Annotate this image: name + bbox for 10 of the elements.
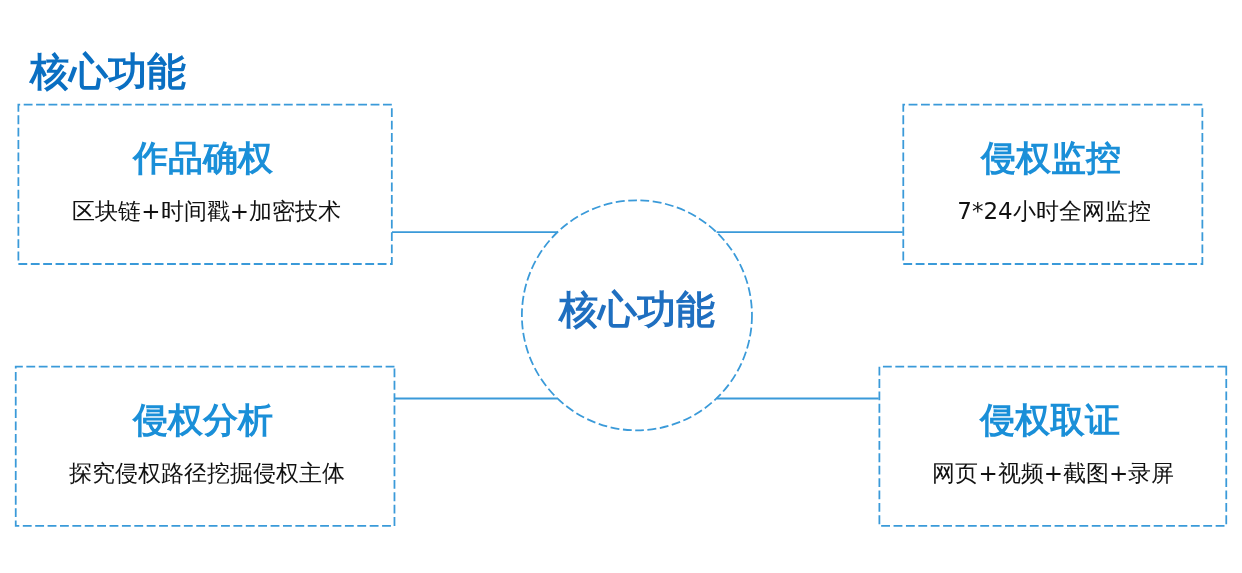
node-box: 侵权取证 网页+视频+截图+录屏 xyxy=(878,365,1228,527)
diagram-title: 核心功能 xyxy=(29,48,186,94)
connector xyxy=(715,397,880,399)
connector xyxy=(393,397,558,399)
node-box: 作品确权 区块链+时间戳+加密技术 xyxy=(17,103,393,265)
node-box: 侵权分析 探究侵权路径挖掘侵权主体 xyxy=(14,365,396,527)
node-circle: 核心功能 xyxy=(521,198,753,431)
connector xyxy=(391,230,558,233)
connector xyxy=(715,230,904,233)
node-box: 侵权监控 7*24小时全网监控 xyxy=(902,103,1204,265)
